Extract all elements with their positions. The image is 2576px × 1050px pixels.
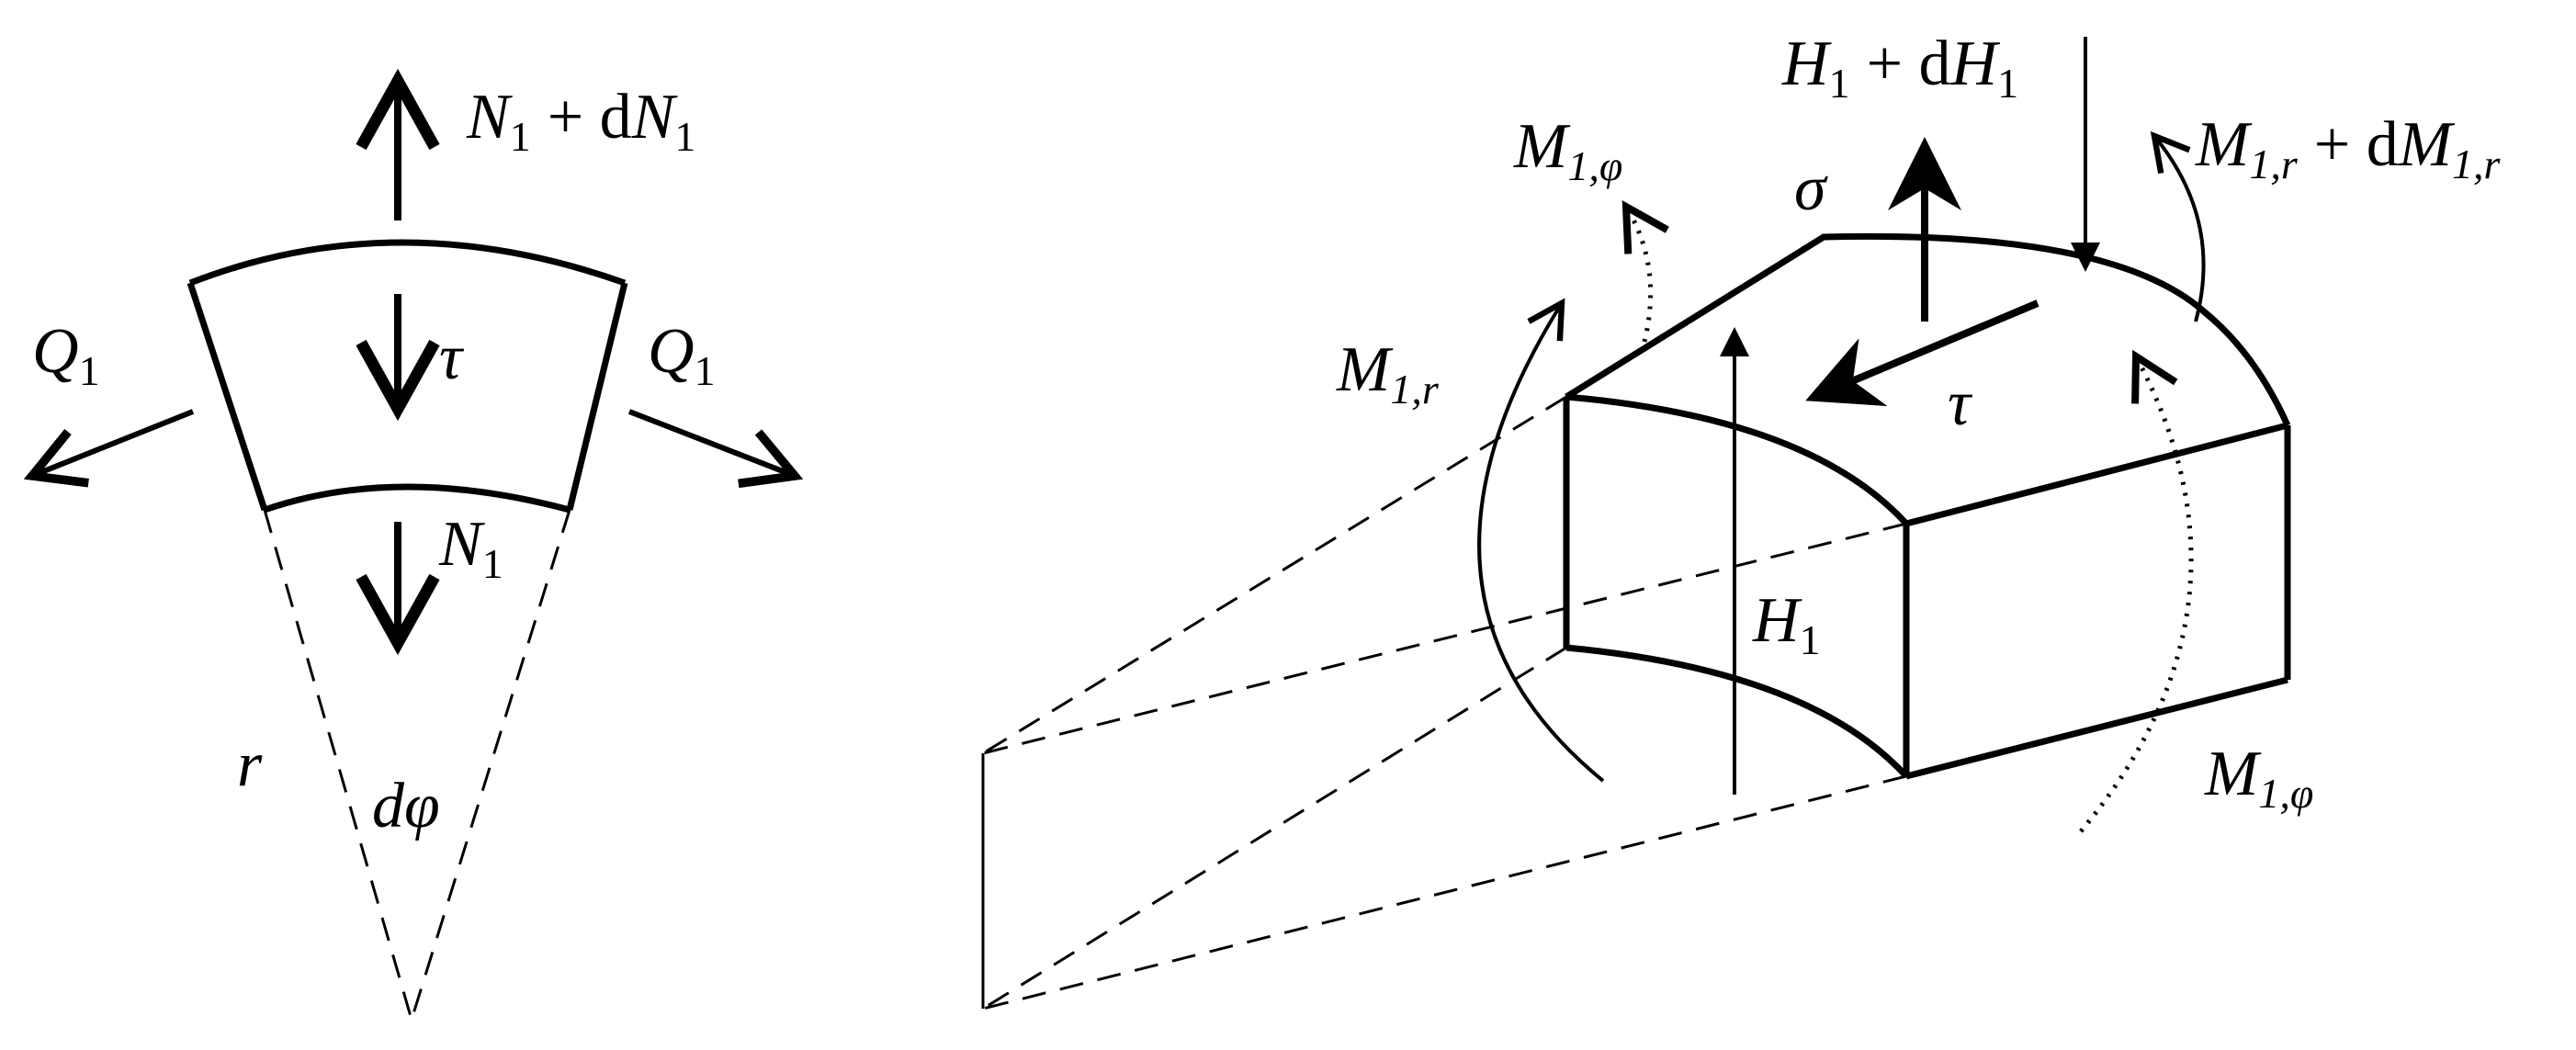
label-m1phi-top: M1,φ (1513, 111, 1622, 189)
left-outer-arc (188, 239, 627, 287)
label-tau-right: τ (1948, 368, 1973, 439)
right-shell-element (981, 37, 2291, 1010)
label-radius: r (237, 729, 263, 800)
bottom-front-edge (1905, 676, 2288, 780)
projection-lines (982, 395, 1907, 1010)
label-m1r-plus-dm1r: M1,r+ dM1,r (2195, 109, 2502, 187)
top-front-edge (1905, 422, 2288, 527)
right-side-edge (566, 282, 628, 511)
label-m1phi-bottom: M1,φ (2204, 739, 2313, 817)
moment-arrow-m1r-dm1r (2150, 130, 2206, 322)
label-dphi: dφ (372, 771, 440, 841)
inner-concave-bottom (1565, 644, 1909, 779)
label-h1-plus-dh1: H1+ dH1 (1781, 28, 2018, 107)
label-m1r-left: M1,r (1336, 334, 1440, 412)
label-n1-bottom: N1 (438, 509, 503, 587)
label-q1-right: Q1 (648, 316, 716, 394)
label-tau-left: τ (439, 322, 465, 393)
moment-arrow-m1phi-bottom (2079, 349, 2194, 833)
arrow-q1-right (627, 409, 804, 489)
top-face-outline (1565, 232, 2291, 427)
left-radius-dashed (263, 509, 413, 1021)
right-radius-dashed (410, 509, 571, 1021)
label-sigma: σ (1794, 153, 1828, 224)
arrow-tau-right (1805, 299, 2039, 407)
left-inner-arc (263, 483, 571, 514)
label-q1-left: Q1 (32, 316, 100, 394)
inner-concave-top (1565, 393, 1909, 526)
label-h1: H1 (1752, 585, 1821, 663)
label-n1-plus-dn1: N1+ dN1 (466, 82, 695, 160)
arrow-q1-left (23, 409, 195, 488)
moment-arrow-m1r-left (1477, 298, 1605, 783)
left-shell-element (23, 68, 804, 1021)
left-side-edge (186, 281, 268, 512)
moment-arrow-m1phi-top (1621, 199, 1669, 343)
